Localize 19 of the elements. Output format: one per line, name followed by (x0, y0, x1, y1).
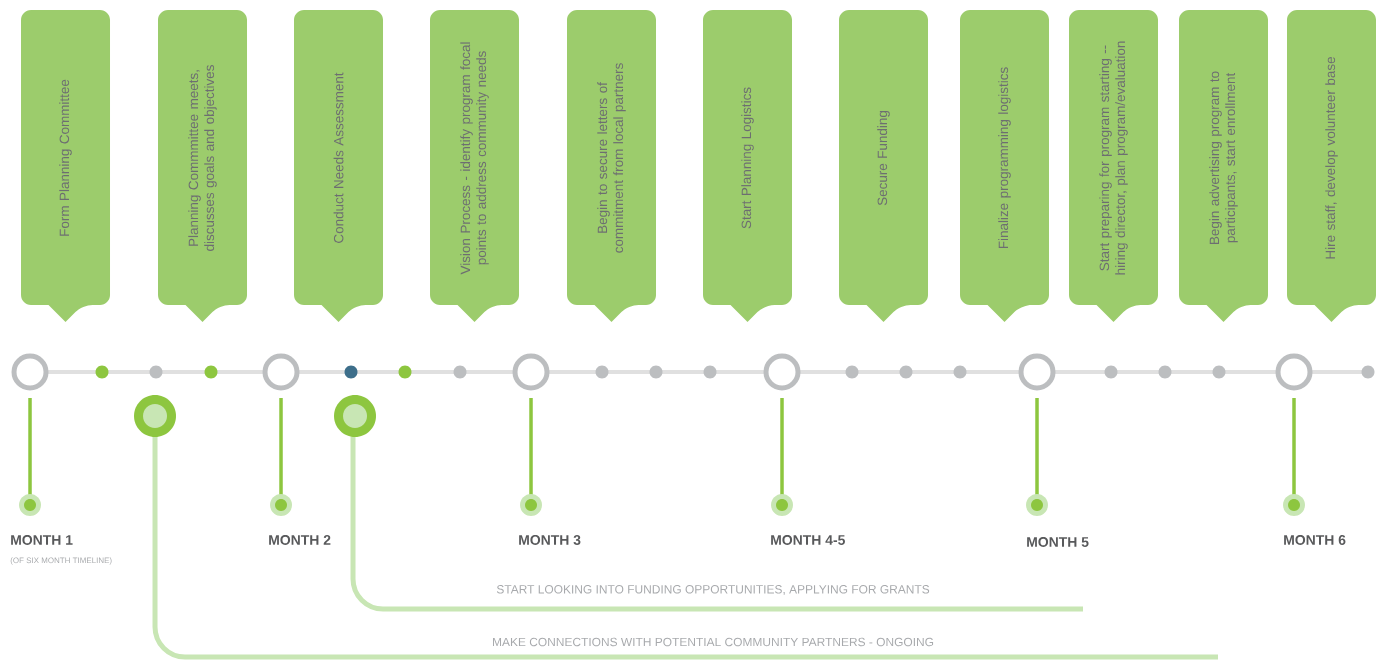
callout-box: Begin to secure letters of commitment from local partners (567, 10, 656, 322)
callout-box: Hire staff, develop volunteer base (1287, 10, 1376, 322)
callout-box: Conduct Needs Assessment (294, 10, 383, 322)
month-label: MONTH 2 (269, 535, 331, 545)
month-label: MONTH 1 (11, 535, 73, 545)
callout-box: Finalize programming logistics (960, 10, 1049, 322)
month-label: MONTH 3 (519, 535, 581, 545)
track-label: MAKE CONNECTIONS WITH POTENTIAL COMMUNITY PARTNERS - ONGOING (493, 637, 934, 647)
month-label: MONTH 5 (1027, 537, 1089, 547)
track-label: START LOOKING INTO FUNDING OPPORTUNITIES, APPLYING FOR GRANTS (496, 585, 930, 595)
callout-box: Planning Commmittee meets, discusses goals and objectives (158, 10, 247, 322)
callout-box: Start preparing for program starting -- hiring director, plan program/evaluation (1069, 10, 1158, 322)
callout-box: Start Planning Logistics (703, 10, 792, 322)
callout-box: Begin advertising program to participants, start enrollment (1179, 10, 1268, 322)
callout-box: Secure Funding (839, 10, 928, 322)
callout-box: Vision Process - identify program focal points to address community needs (430, 10, 519, 322)
month-label: MONTH 6 (1284, 535, 1346, 545)
callout-box: Form Planning Committee (21, 10, 110, 322)
month-label: MONTH 4-5 (771, 535, 845, 545)
